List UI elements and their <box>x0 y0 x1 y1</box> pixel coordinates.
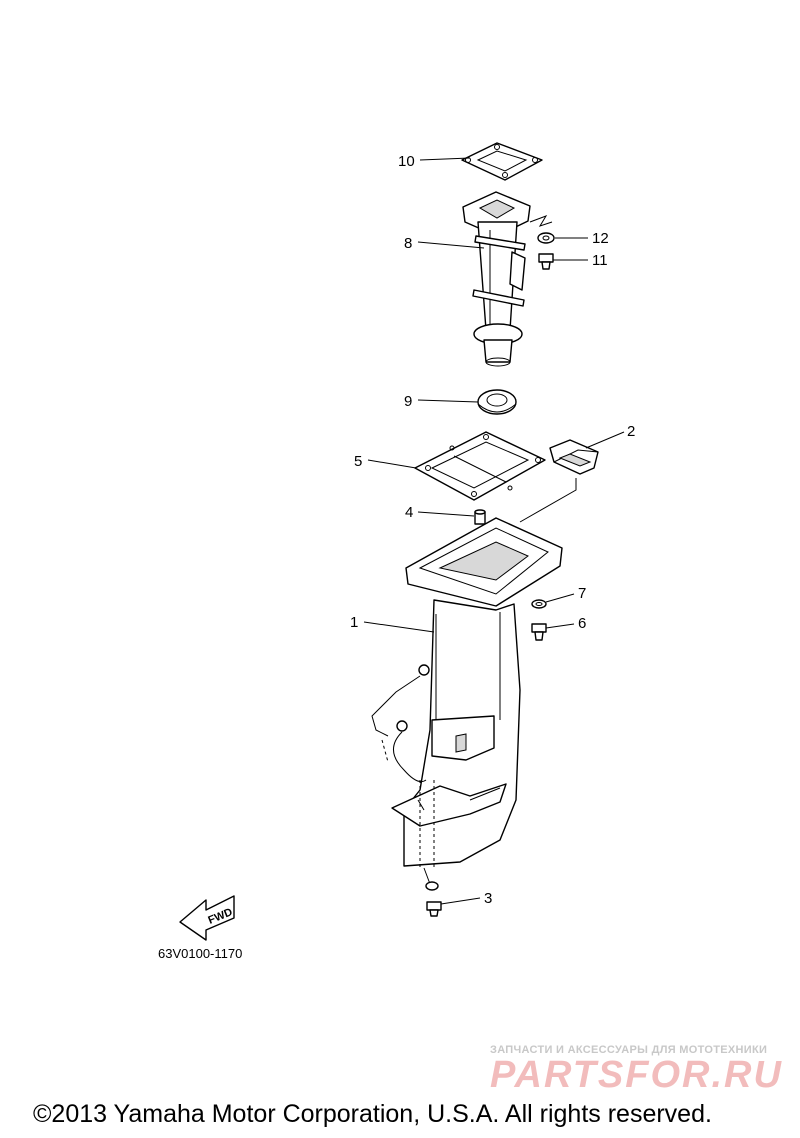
part-7-washer <box>531 599 547 609</box>
part-4-dowel <box>474 509 486 525</box>
callout-4: 4 <box>405 504 413 521</box>
part-5-gasket <box>414 431 546 501</box>
callout-6: 6 <box>578 615 586 632</box>
callout-12: 12 <box>592 230 609 247</box>
part-3-bolt <box>426 901 442 917</box>
leader-line-9 <box>417 399 479 403</box>
leader-line-10 <box>419 157 471 161</box>
part-2-guide-line <box>519 478 577 523</box>
part-8-exhaust-pipe <box>462 191 553 367</box>
callout-5: 5 <box>354 453 362 470</box>
part-12-washer <box>537 232 555 244</box>
callout-7: 7 <box>578 585 586 602</box>
watermark-logo: PARTSFOR.RU <box>490 1054 783 1096</box>
leader-line-4 <box>417 511 475 517</box>
copyright-notice: ©2013 Yamaha Motor Corporation, U.S.A. A… <box>33 1100 712 1128</box>
callout-10: 10 <box>398 153 415 170</box>
leader-line-3 <box>440 897 481 905</box>
leader-line-1 <box>363 621 435 633</box>
leader-line-2 <box>585 431 625 449</box>
callout-3: 3 <box>484 890 492 907</box>
part-1-upper-casing <box>391 517 563 870</box>
callout-1: 1 <box>350 614 358 631</box>
callout-8: 8 <box>404 235 412 252</box>
leader-line-8 <box>417 241 485 249</box>
watermark-tagline: ЗАПЧАСТИ И АКСЕССУАРЫ ДЛЯ МОТОТЕХНИКИ <box>490 1044 768 1056</box>
part-11-bolt <box>538 253 554 270</box>
part-6-bolt <box>531 623 547 641</box>
callout-9: 9 <box>404 393 412 410</box>
part-10-gasket <box>461 142 543 181</box>
leader-line-7 <box>545 593 575 603</box>
callout-2: 2 <box>627 423 635 440</box>
leader-line-5 <box>367 459 417 469</box>
part-2-cap <box>549 439 599 475</box>
callout-11: 11 <box>592 252 608 269</box>
part-9-seal <box>477 389 517 415</box>
ground-lead-wire <box>371 664 439 891</box>
leader-line-6 <box>545 623 575 629</box>
diagram-code: 63V0100-1170 <box>158 946 243 961</box>
fwd-arrow-icon: FWD <box>179 895 235 941</box>
